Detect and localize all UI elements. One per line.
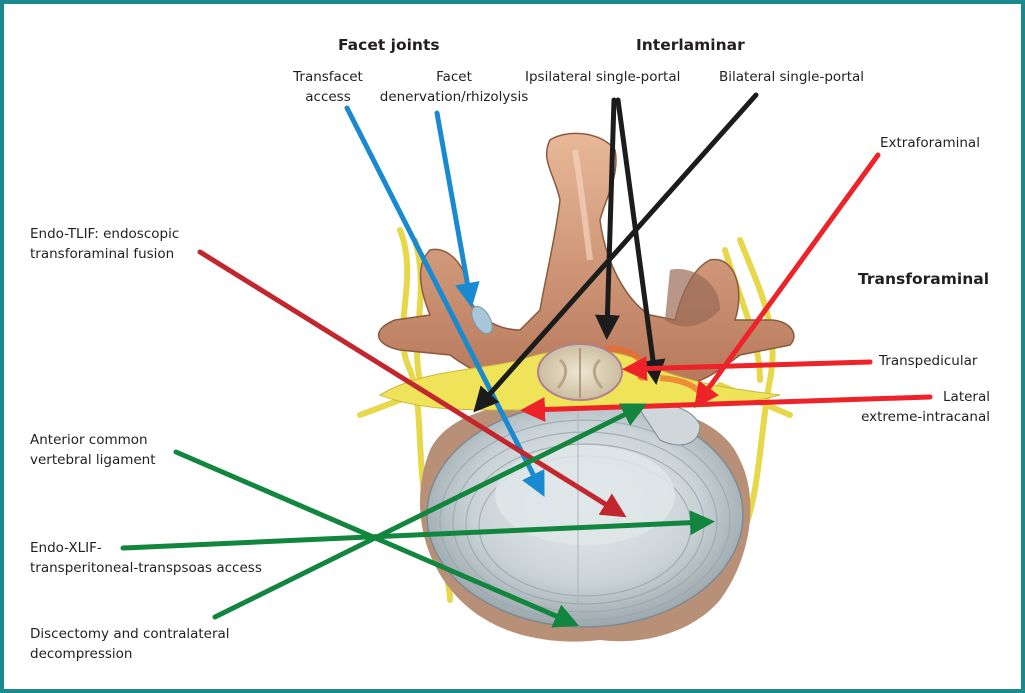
- label-discectomy: Discectomy and contralateral decompressi…: [30, 624, 230, 664]
- label-line: Facet: [436, 69, 472, 85]
- spinal-cord: [537, 343, 623, 401]
- label-extraforaminal: Extraforaminal: [880, 135, 980, 151]
- label-line: transperitoneal-transpsoas access: [30, 560, 262, 576]
- arrow-endo-xlif: [120, 510, 715, 551]
- label-line: Discectomy and contralateral: [30, 626, 230, 642]
- label-line: transforaminal fusion: [30, 246, 175, 262]
- label-transfacet: Transfacet access: [282, 67, 374, 107]
- arrow-ipsilateral-2: [615, 97, 666, 385]
- label-line: Endo-XLIF-: [30, 540, 102, 556]
- label-facet-denervation: Facet denervation/rhizolysis: [368, 67, 540, 107]
- arrow-transpedicular: [622, 356, 873, 382]
- label-line: Endo-TLIF: endoscopic: [30, 226, 180, 242]
- label-line: Transfacet: [293, 69, 363, 85]
- label-lateral-extreme-intracanal: Lateral extreme-intracanal: [830, 387, 990, 427]
- label-endo-xlif: Endo-XLIF- transperitoneal-transpsoas ac…: [30, 538, 262, 578]
- arrow-lateral-extreme: [520, 394, 933, 423]
- arrow-ipsilateral-1: [594, 97, 620, 340]
- arrow-facet-denervation: [434, 110, 480, 308]
- label-line: Lateral: [943, 389, 990, 405]
- label-line: Anterior common: [30, 432, 148, 448]
- label-ipsilateral-single-portal: Ipsilateral single-portal: [525, 69, 681, 85]
- label-line: denervation/rhizolysis: [379, 89, 529, 105]
- arrow-extraforaminal: [694, 152, 881, 409]
- label-endo-tlif: Endo-TLIF: endoscopic transforaminal fus…: [30, 224, 179, 264]
- arrow-discectomy: [212, 403, 647, 620]
- intervertebral-disc: [420, 400, 751, 642]
- arrow-bilateral: [473, 92, 759, 413]
- label-line: access: [305, 89, 351, 105]
- label-transpedicular: Transpedicular: [879, 353, 978, 369]
- label-anterior-common-vertebral-ligament: Anterior common vertebral ligament: [30, 430, 156, 470]
- arrow-transfacet: [344, 105, 545, 497]
- label-line: extreme-intracanal: [861, 409, 990, 425]
- group-header-transforaminal: Transforaminal: [858, 270, 990, 288]
- label-bilateral-single-portal: Bilateral single-portal: [719, 69, 865, 85]
- group-header-facet-joints: Facet joints: [338, 36, 440, 54]
- label-line: vertebral ligament: [30, 452, 156, 468]
- arrow-endo-tlif: [197, 249, 627, 518]
- label-line: decompression: [30, 646, 133, 662]
- group-header-interlaminar: Interlaminar: [636, 36, 745, 54]
